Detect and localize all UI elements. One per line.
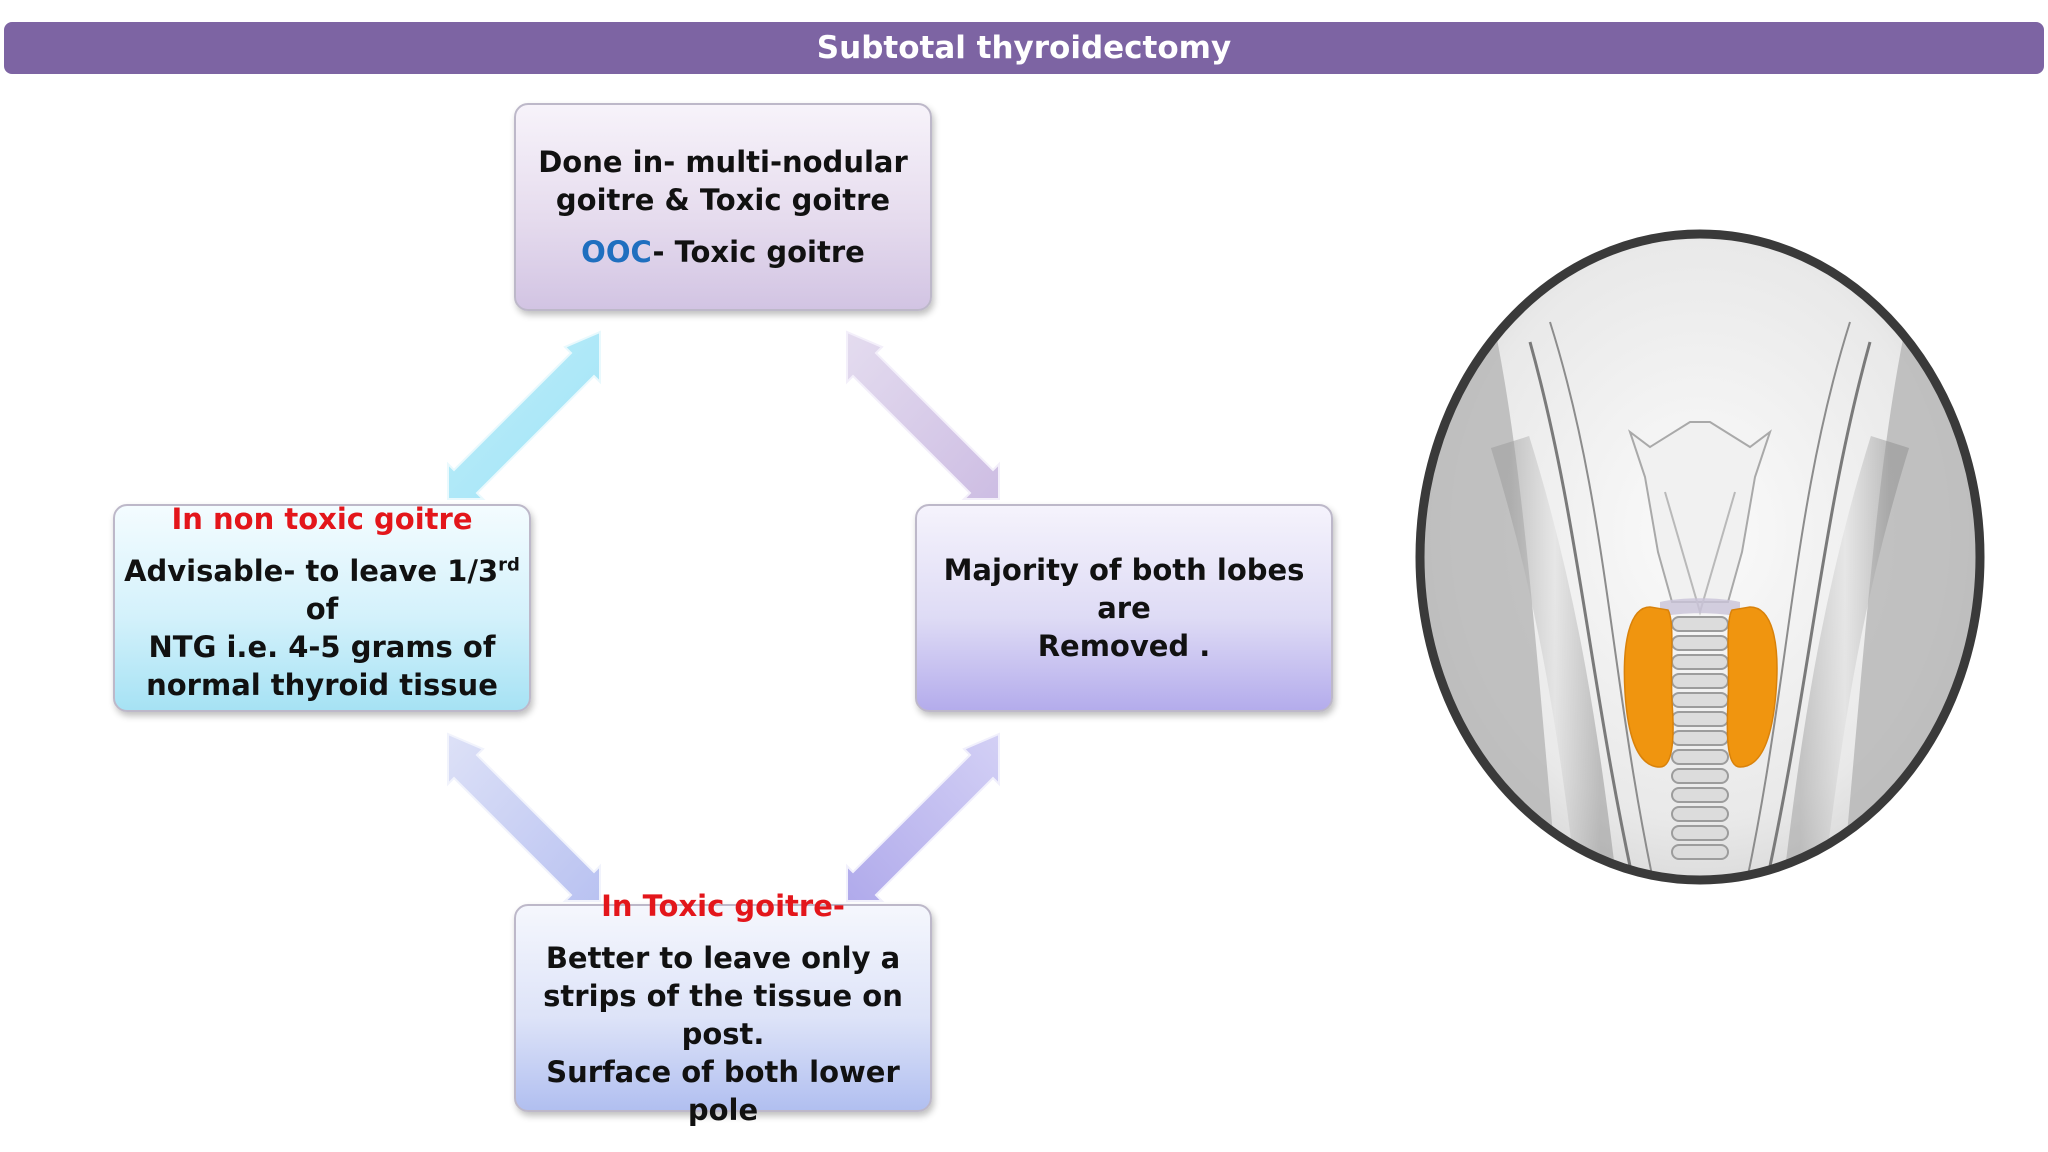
toxic-heading: In Toxic goitre-	[601, 889, 845, 923]
box-non-toxic-goitre: In non toxic goitre Advisable- to leave …	[113, 502, 531, 712]
slide-title: Subtotal thyroidectomy	[4, 22, 2044, 74]
slide-title-text: Subtotal thyroidectomy	[816, 30, 1232, 66]
non-toxic-line-3: normal thyroid tissue	[146, 668, 498, 702]
lobes-line-2: Removed .	[1037, 629, 1211, 663]
arrow-top-right	[846, 330, 1000, 500]
box-toxic-goitre: In Toxic goitre- Better to leave only a …	[514, 889, 932, 1127]
toxic-line-3: Surface of both lower pole	[546, 1055, 900, 1127]
box-indications: Done in- multi-nodular goitre & Toxic go…	[514, 103, 932, 311]
ooc-text: - Toxic goitre	[652, 235, 865, 269]
box-lobes-removed: Majority of both lobes are Removed .	[915, 504, 1333, 712]
non-toxic-line-1-text: Advisable- to leave 1/3	[124, 554, 499, 588]
thyroid-right-lobe	[1726, 606, 1778, 768]
non-toxic-line-1-end: of	[305, 592, 339, 626]
non-toxic-line-1: Advisable- to leave 1/3rd of	[115, 552, 529, 628]
superscript-rd: rd	[498, 554, 520, 576]
ooc-line: OOC- Toxic goitre	[581, 233, 865, 271]
neck-illustration-svg	[1415, 229, 1985, 1037]
ooc-label: OOC	[581, 235, 653, 269]
non-toxic-heading: In non toxic goitre	[171, 502, 473, 536]
thyroid-left-lobe	[1623, 606, 1674, 768]
neck-thyroid-illustration	[1410, 222, 1990, 1037]
arrow-left-bottom	[447, 732, 601, 902]
toxic-line-1: Better to leave only a	[545, 941, 901, 975]
indications-line-2: goitre & Toxic goitre	[555, 183, 891, 217]
toxic-line-2: strips of the tissue on post.	[543, 979, 903, 1051]
non-toxic-line-2: NTG i.e. 4-5 grams of	[148, 630, 496, 664]
indications-line-1: Done in- multi-nodular	[538, 145, 908, 179]
lobes-line-1: Majority of both lobes are	[943, 553, 1305, 625]
arrow-top-left	[447, 330, 601, 500]
arrow-right-bottom	[846, 732, 1000, 902]
